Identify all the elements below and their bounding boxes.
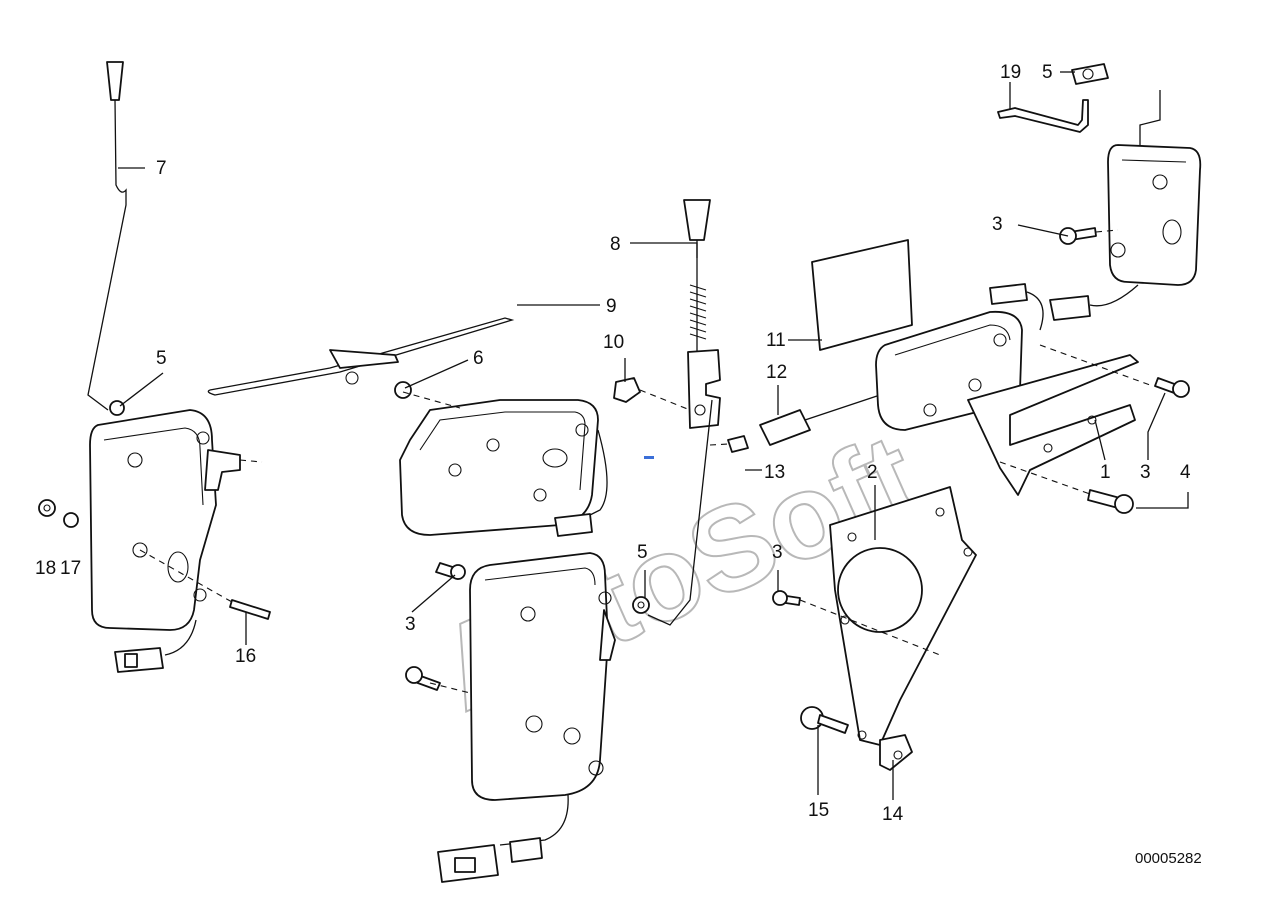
callout-5: 5 [156,348,167,369]
callout-9: 9 [606,296,617,317]
leader-lines [118,71,1189,800]
trunk-lock-rod-assembly [613,199,881,626]
callout-14: 14 [882,804,904,825]
center-lock-actuator [207,317,608,580]
callout-3: 3 [772,542,783,563]
callout-11: 11 [766,330,786,351]
callout-17: 17 [60,558,81,579]
callout-10: 10 [603,332,624,353]
callout-8: 8 [610,234,621,255]
callout-12: 12 [766,362,787,383]
callout-3: 3 [992,214,1003,235]
callout-3: 3 [1140,462,1151,483]
callout-5: 5 [637,542,648,563]
mounting-bracket-2 [772,486,977,771]
callout-15: 15 [808,800,829,821]
right-lock-actuators [811,63,1202,514]
callout-13: 13 [764,462,785,483]
left-door-lock-actuator [38,61,271,673]
callout-19: 19 [1000,62,1021,83]
callout-1: 1 [1100,462,1111,483]
callout-7: 7 [156,158,167,179]
callout-4: 4 [1180,462,1191,483]
callout-2: 2 [867,462,878,483]
document-number: 00005282 [1135,850,1202,867]
blue-mark [644,456,654,459]
callout-18: 18 [35,558,56,579]
callout-3: 3 [405,614,416,635]
lower-lock-actuator [405,552,650,883]
callouts: 19 5 7 3 8 9 11 10 5 6 12 13 1 3 4 2 18 … [35,62,1191,825]
callout-6: 6 [473,348,484,369]
callout-16: 16 [235,646,256,667]
callout-5: 5 [1042,62,1053,83]
